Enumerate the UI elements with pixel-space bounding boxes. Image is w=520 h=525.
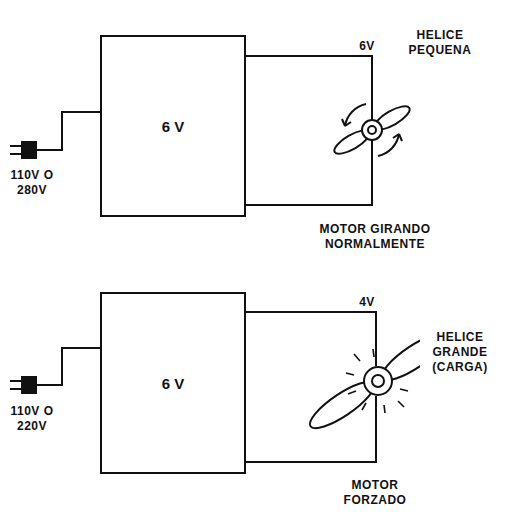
power-cord xyxy=(36,348,100,385)
small-propeller xyxy=(331,102,413,158)
annotation-label: HELICE PEQUENA xyxy=(400,28,480,58)
power-supply-box: 6 V xyxy=(100,35,246,217)
voltage-label: 6 V xyxy=(162,375,185,392)
power-cord xyxy=(36,112,100,150)
annotation-label: MOTOR GIRANDO NORMALMENTE xyxy=(290,222,460,252)
plug xyxy=(22,142,36,158)
annotation-label: MOTOR FORZADO xyxy=(330,478,420,508)
annotation-label: 110V O 220V xyxy=(2,404,62,434)
annotation-label: 110V O 280V xyxy=(2,168,62,198)
annotation-label: 6V xyxy=(350,39,384,54)
annotation-label: HELICE GRANDE (CARGA) xyxy=(420,330,500,375)
power-supply-box: 6 V xyxy=(100,292,246,474)
wire xyxy=(245,312,376,366)
voltage-label: 6 V xyxy=(162,118,185,135)
annotation-label: 4V xyxy=(350,295,384,310)
plug xyxy=(22,377,36,393)
